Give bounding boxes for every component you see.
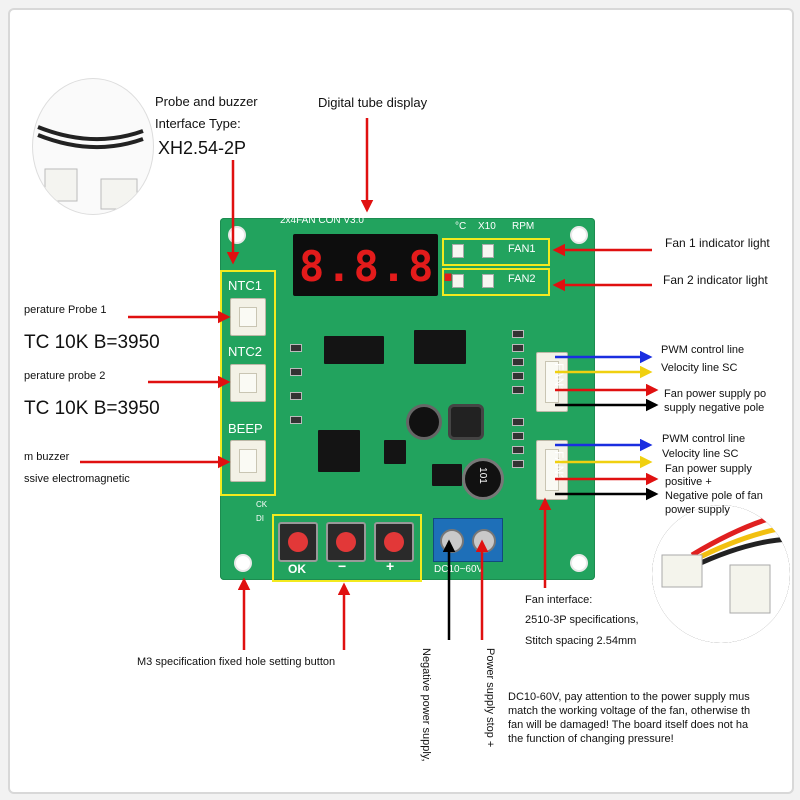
power-terminal[interactable] bbox=[433, 518, 503, 562]
warning-line-4: the function of changing pressure! bbox=[508, 733, 674, 745]
screw-positive[interactable] bbox=[472, 529, 496, 553]
probe1-label: perature Probe 1 bbox=[24, 304, 107, 316]
smd-resistor-8 bbox=[512, 446, 524, 454]
pwr2-label: Fan power supply bbox=[665, 463, 752, 475]
smd-resistor-13 bbox=[290, 416, 302, 424]
beep-silk: BEEP bbox=[228, 421, 263, 436]
interface-spec-label: XH2.54-2P bbox=[158, 138, 247, 158]
fan-connector-illustration bbox=[652, 505, 790, 643]
smd-resistor-3 bbox=[512, 358, 524, 366]
fan1-indicator-box bbox=[442, 238, 550, 266]
fan1-connector-silk: FAN1 bbox=[552, 363, 566, 394]
fan2-connector[interactable] bbox=[536, 440, 568, 500]
mount-hole-bl bbox=[234, 554, 252, 572]
mcu-chip bbox=[318, 430, 360, 472]
ok-button[interactable] bbox=[278, 522, 318, 562]
pwr1-label: Fan power supply po bbox=[664, 388, 767, 400]
pcb-board: 2x4FAN CON V3.0 8.8.8. °C X10 RPM FAN1 F… bbox=[220, 215, 595, 582]
warning-line-1: DC10-60V, pay attention to the power sup… bbox=[508, 691, 750, 703]
m3-hole-label: M3 specification fixed hole setting butt… bbox=[137, 656, 336, 668]
xh-connector-photo bbox=[32, 78, 154, 215]
transistor-chip bbox=[432, 464, 462, 486]
ck-silk: CK bbox=[256, 500, 268, 509]
smd-resistor-5 bbox=[512, 386, 524, 394]
digital-display-label: Digital tube display bbox=[318, 95, 428, 110]
inductor bbox=[448, 404, 484, 440]
led-celsius-2 bbox=[452, 274, 464, 288]
col-celsius: °C bbox=[455, 221, 467, 232]
led-x10-2 bbox=[482, 274, 494, 288]
fan-connector-photo bbox=[652, 505, 790, 643]
capacitor-small bbox=[406, 404, 442, 440]
ok-silk: OK bbox=[288, 562, 306, 576]
interface-type-label: Interface Type: bbox=[155, 116, 241, 131]
fan-interface-spec: 2510-3P specifications, bbox=[525, 614, 639, 626]
smd-resistor-1 bbox=[512, 330, 524, 338]
fan1-silk: FAN1 bbox=[508, 243, 536, 255]
mount-hole-tl bbox=[228, 226, 246, 244]
screw-negative[interactable] bbox=[440, 529, 464, 553]
beep-connector[interactable] bbox=[230, 440, 266, 482]
probe1-spec: TC 10K B=3950 bbox=[24, 332, 160, 353]
probe2-label: perature probe 2 bbox=[24, 370, 106, 382]
pos2-label: positive + bbox=[665, 476, 712, 488]
smd-resistor-2 bbox=[512, 344, 524, 352]
ic-label: 101 bbox=[476, 467, 488, 484]
vel2-label: Velocity line SC bbox=[662, 448, 739, 460]
neg1-label: supply negative pole bbox=[664, 402, 765, 414]
fan2-indicator-box bbox=[442, 268, 550, 296]
warning-line-3: fan will be damaged! The board itself do… bbox=[508, 719, 749, 731]
fan1-light-label: Fan 1 indicator light bbox=[665, 236, 770, 250]
xh-connector-illustration bbox=[37, 125, 144, 210]
positive-power-label: Power supply stop + bbox=[484, 648, 496, 748]
pwm1-label: PWM control line bbox=[661, 344, 745, 356]
probe2-spec: TC 10K B=3950 bbox=[24, 398, 160, 419]
ntc1-silk: NTC1 bbox=[228, 278, 262, 293]
fan-interface-pitch: Stitch spacing 2.54mm bbox=[525, 635, 637, 647]
button-group-box bbox=[272, 514, 422, 582]
ntc2-silk: NTC2 bbox=[228, 344, 262, 359]
led-x10-1 bbox=[482, 244, 494, 258]
ic-chip-middle bbox=[414, 330, 466, 364]
mount-hole-tr bbox=[570, 226, 588, 244]
fan-interface-label: Fan interface: bbox=[525, 594, 593, 606]
vel1-label: Velocity line SC bbox=[661, 362, 738, 374]
regulator-chip bbox=[384, 440, 406, 464]
smd-resistor-12 bbox=[290, 392, 302, 400]
plus-silk: + bbox=[386, 558, 395, 574]
power-silk: DC10~60V bbox=[434, 564, 484, 575]
smd-resistor-11 bbox=[290, 368, 302, 376]
probe-interface-label: Probe and buzzer bbox=[155, 94, 258, 109]
warning-line-2: match the working voltage of the fan, ot… bbox=[508, 705, 751, 717]
col-rpm: RPM bbox=[512, 221, 535, 232]
smd-resistor-6 bbox=[512, 418, 524, 426]
mount-hole-br bbox=[570, 554, 588, 572]
ntc1-connector[interactable] bbox=[230, 298, 266, 336]
display-digits: 8.8.8. bbox=[299, 242, 463, 291]
neg2-label: Negative pole of fan bbox=[665, 490, 763, 502]
fan2-connector-silk: FAN2 bbox=[552, 451, 566, 482]
ntc2-connector[interactable] bbox=[230, 364, 266, 402]
led-celsius-1 bbox=[452, 244, 464, 258]
smd-resistor-4 bbox=[512, 372, 524, 380]
digital-tube-display: 8.8.8. bbox=[293, 234, 461, 296]
ic-chip-top bbox=[324, 336, 384, 364]
buzzer-type-label: ssive electromagnetic bbox=[24, 473, 130, 485]
minus-button[interactable] bbox=[326, 522, 366, 562]
minus-silk: − bbox=[338, 558, 347, 574]
smd-resistor-7 bbox=[512, 432, 524, 440]
fan2-silk: FAN2 bbox=[508, 273, 536, 285]
smd-resistor-9 bbox=[512, 460, 524, 468]
col-x10: X10 bbox=[478, 221, 496, 232]
buzzer-label: m buzzer bbox=[24, 451, 70, 463]
di-silk: DI bbox=[256, 514, 264, 523]
pwm2-label: PWM control line bbox=[662, 433, 746, 445]
smd-resistor-10 bbox=[290, 344, 302, 352]
plus-button[interactable] bbox=[374, 522, 414, 562]
capacitor-large bbox=[462, 458, 504, 500]
neg2b-label: power supply bbox=[665, 504, 730, 516]
board-title: 2x4FAN CON V3.0 bbox=[280, 215, 364, 226]
fan2-light-label: Fan 2 indicator light bbox=[663, 273, 768, 287]
negative-power-label: Negative power supply, bbox=[420, 648, 432, 762]
